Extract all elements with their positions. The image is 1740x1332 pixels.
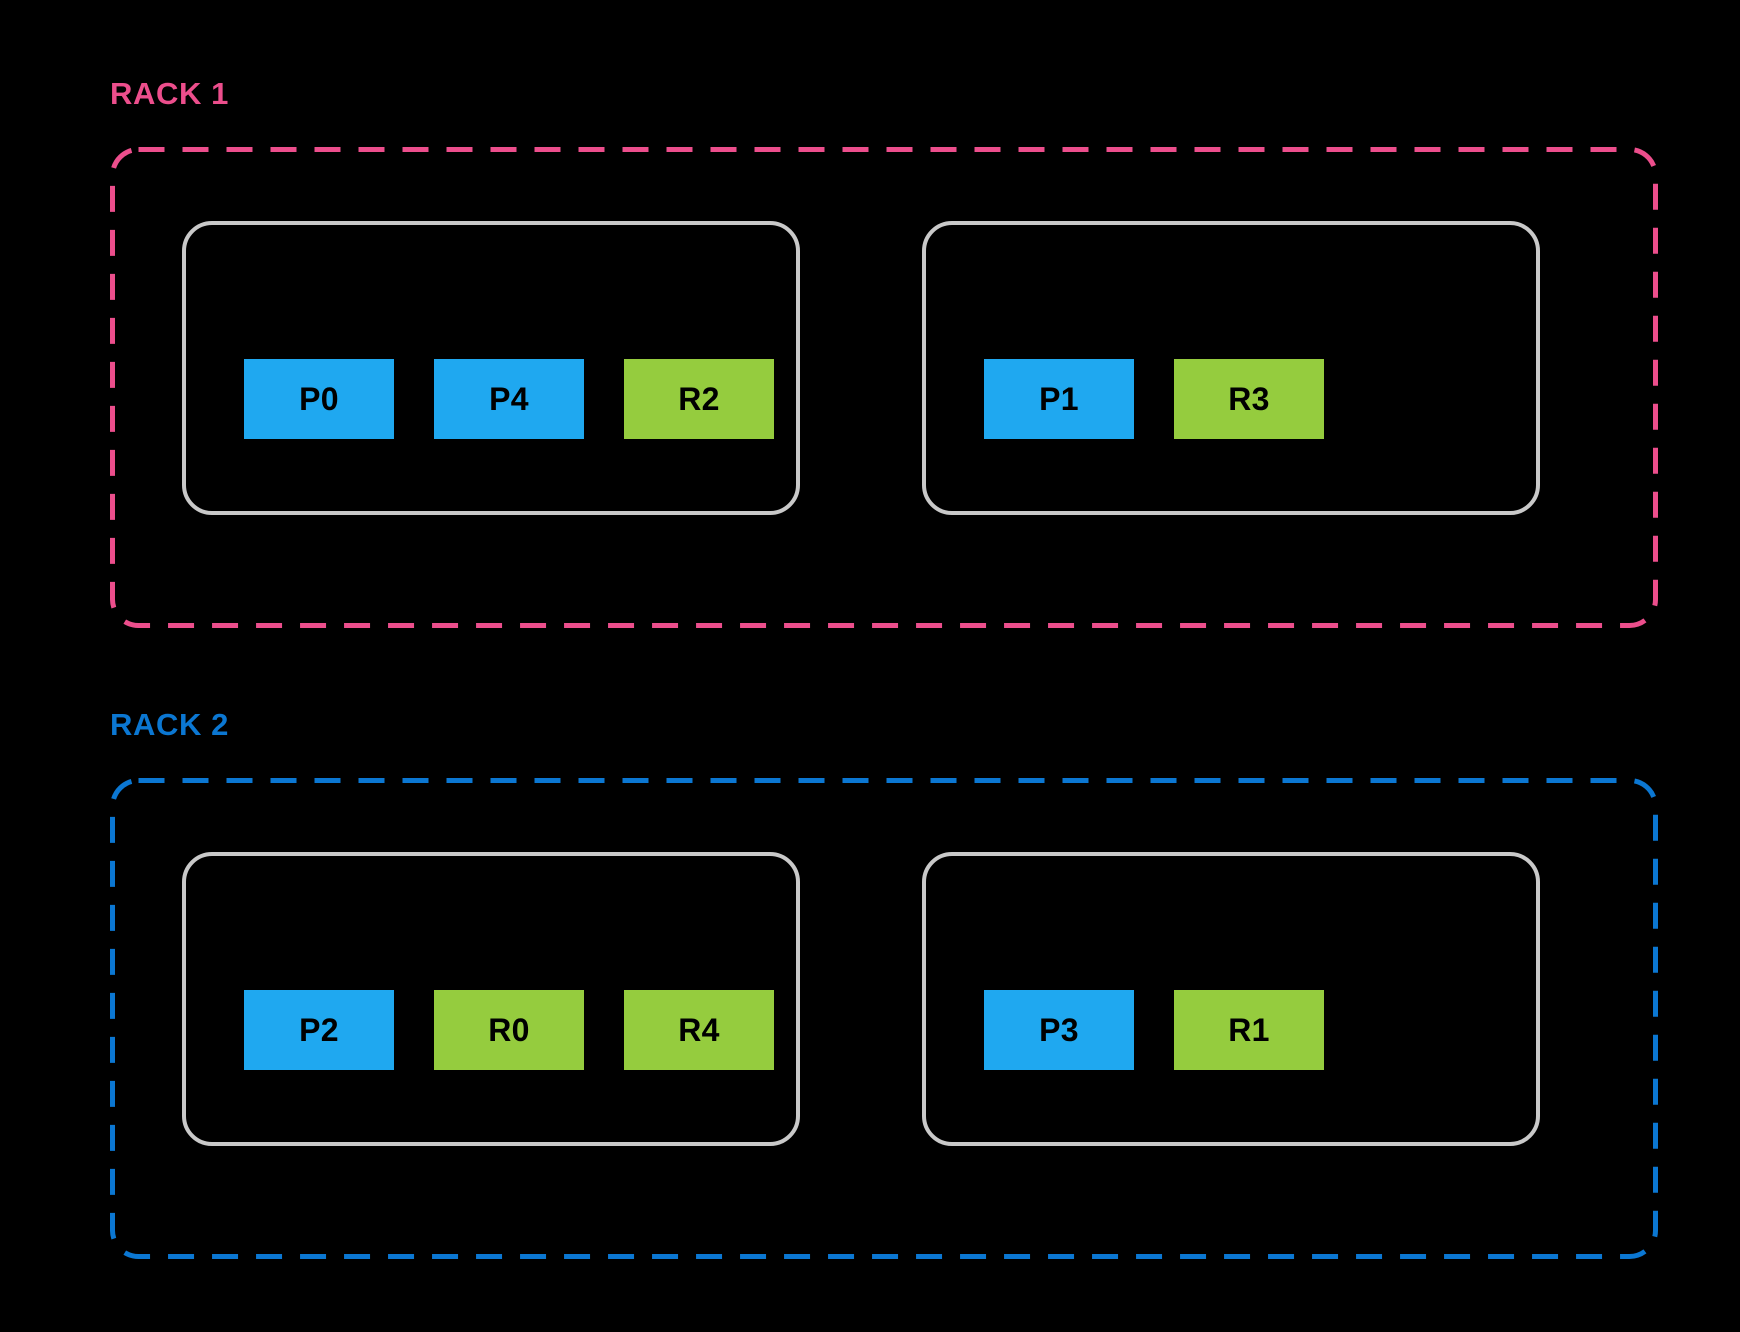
node-block-list: P3 R1 bbox=[984, 990, 1324, 1070]
partition-block-replica[interactable]: R3 bbox=[1174, 359, 1324, 439]
partition-block-primary[interactable]: P2 bbox=[244, 990, 394, 1070]
node-box: P1 R3 bbox=[922, 221, 1540, 515]
rack-label: RACK 2 bbox=[110, 707, 230, 742]
partition-block-replica[interactable]: R0 bbox=[434, 990, 584, 1070]
partition-block-primary[interactable]: P3 bbox=[984, 990, 1134, 1070]
node-row: P2 R0 R4 P3 R1 bbox=[110, 778, 1658, 1259]
partition-block-primary[interactable]: P1 bbox=[984, 359, 1134, 439]
partition-block-primary[interactable]: P0 bbox=[244, 359, 394, 439]
node-box: P2 R0 R4 bbox=[182, 852, 800, 1146]
partition-block-primary[interactable]: P4 bbox=[434, 359, 584, 439]
node-block-list: P1 R3 bbox=[984, 359, 1324, 439]
partition-block-replica[interactable]: R1 bbox=[1174, 990, 1324, 1070]
node-row: P0 P4 R2 P1 R3 bbox=[110, 147, 1658, 628]
node-box: P3 R1 bbox=[922, 852, 1540, 1146]
rack-boundary: P0 P4 R2 P1 R3 bbox=[110, 147, 1658, 628]
rack-label: RACK 1 bbox=[110, 76, 230, 111]
node-block-list: P0 P4 R2 bbox=[244, 359, 774, 439]
node-block-list: P2 R0 R4 bbox=[244, 990, 774, 1070]
node-box: P0 P4 R2 bbox=[182, 221, 800, 515]
rack-boundary: P2 R0 R4 P3 R1 bbox=[110, 778, 1658, 1259]
partition-block-replica[interactable]: R2 bbox=[624, 359, 774, 439]
partition-block-replica[interactable]: R4 bbox=[624, 990, 774, 1070]
